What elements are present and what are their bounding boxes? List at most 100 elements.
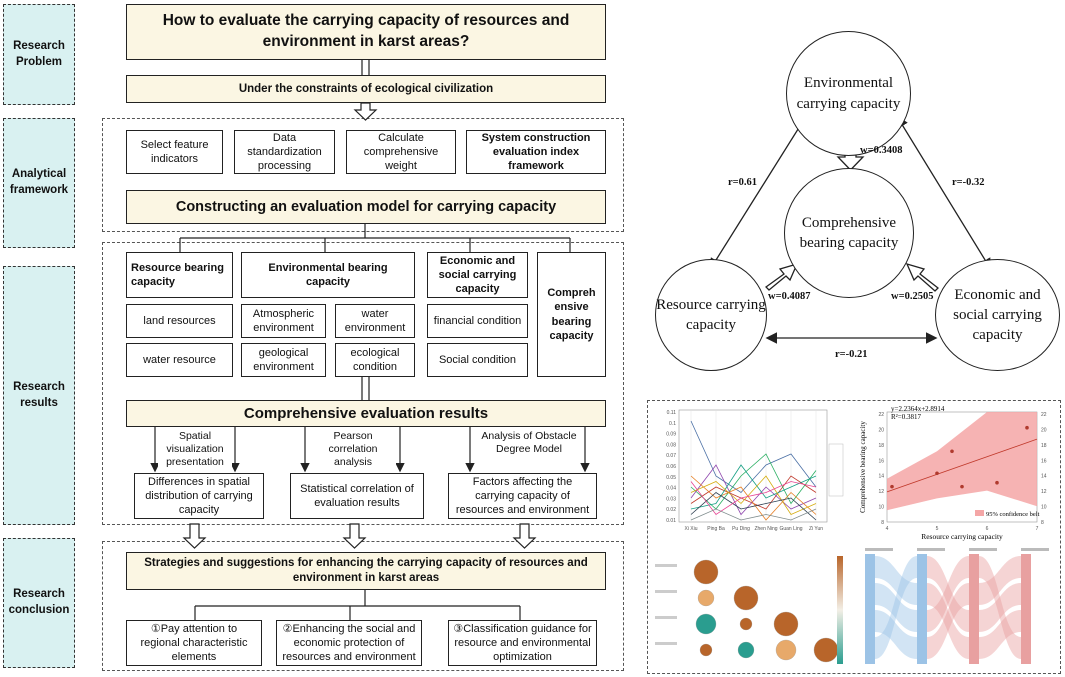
conclusion-3: ③Classification guidance for resource an… xyxy=(448,620,597,666)
sankey-node xyxy=(865,554,875,664)
data-point xyxy=(890,484,894,489)
item-water-resource: water resource xyxy=(126,343,233,377)
regression-r2: R²=0.3817 xyxy=(891,413,921,421)
output-label: Factors affecting the carrying capacity … xyxy=(455,475,590,517)
node-economic: Economic and social carrying capacity xyxy=(935,259,1060,371)
item-geological: geological environment xyxy=(241,343,326,377)
step-select-indicators: Select feature indicators xyxy=(126,130,223,174)
corr-bubble xyxy=(813,637,839,663)
obstacle-line-chart: 0.110.10.090.080.070.060.050.040.030.020… xyxy=(666,409,844,532)
sankey-flow xyxy=(875,556,917,605)
y-tick-label-right: 10 xyxy=(1041,505,1047,511)
step-label: Calculate comprehensive weight xyxy=(363,131,439,173)
item-label: financial condition xyxy=(433,314,522,327)
series-line xyxy=(690,453,817,510)
y-tick-label: 0.04 xyxy=(666,486,676,492)
sankey-node-label xyxy=(865,548,893,551)
corr-bubble xyxy=(733,585,759,611)
y-tick-label: 14 xyxy=(878,474,884,480)
method-obstacle: Analysis of Obstacle Degree Model xyxy=(478,430,580,457)
w-env-label: w=0.3408 xyxy=(860,145,903,156)
data-point xyxy=(995,480,999,485)
section-label: Research results xyxy=(13,380,65,409)
series-line xyxy=(690,475,817,516)
sankey-node xyxy=(1021,554,1031,664)
category-environment: Environmental bearing capacity xyxy=(241,252,415,298)
constraint-text: Under the constraints of ecological civi… xyxy=(238,83,494,95)
row-label-placeholder xyxy=(655,590,677,593)
series-line xyxy=(690,481,817,516)
category-label: Environmental bearing capacity xyxy=(268,261,388,288)
strategy-box: Strategies and suggestions for enhancing… xyxy=(126,552,606,590)
method-label: Analysis of Obstacle Degree Model xyxy=(481,430,577,456)
y-tick-label: 22 xyxy=(878,412,884,418)
category-label: Economic and social carrying capacity xyxy=(438,254,517,296)
research-question-text: How to evaluate the carrying capacity of… xyxy=(162,12,570,50)
section-research-results: Research results xyxy=(3,266,75,525)
y-tick-label: 0.02 xyxy=(666,507,676,513)
x-tick-label: 7 xyxy=(1036,526,1039,532)
step-label: Data standardization processing xyxy=(247,131,322,173)
series-line xyxy=(690,508,817,521)
conclusion-label: ②Enhancing the social and economic prote… xyxy=(282,622,416,664)
category-comprehensive: Compreh ensive bearing capacity xyxy=(537,252,606,377)
y-tick-label: 0.1 xyxy=(669,421,676,427)
figures-panel xyxy=(647,400,1061,674)
y-tick-label: 0.05 xyxy=(666,475,676,481)
framework-frame xyxy=(102,118,624,232)
y-tick-label-right: 16 xyxy=(1041,458,1047,464)
series-line xyxy=(690,420,817,494)
conclusion-2: ②Enhancing the social and economic prote… xyxy=(276,620,422,666)
y-tick-label-right: 22 xyxy=(1041,412,1047,418)
sankey-flow xyxy=(927,556,969,632)
section-label: Research conclusion xyxy=(8,588,70,616)
sankey-flow xyxy=(979,556,1021,659)
sankey-node-label xyxy=(917,548,945,551)
output-spatial-differences: Differences in spatial distribution of c… xyxy=(134,473,264,519)
row-label-placeholder xyxy=(655,616,677,619)
section-label: Analytical framework xyxy=(9,168,69,196)
data-point xyxy=(935,471,939,476)
y-tick-label-right: 14 xyxy=(1041,474,1047,480)
y-tick-label: 18 xyxy=(878,443,884,449)
node-resource: Resource carrying capacity xyxy=(655,259,767,371)
constraint-box: Under the constraints of ecological civi… xyxy=(126,75,606,103)
r-env-econ-label: r=-0.32 xyxy=(952,177,985,188)
x-tick-label: 5 xyxy=(936,526,939,532)
w-econ-label: w=0.2505 xyxy=(891,291,934,302)
method-pearson: Pearson correlation analysis xyxy=(310,430,396,470)
data-point xyxy=(950,449,954,454)
node-label: Comprehensive bearing capacity xyxy=(799,214,899,251)
item-label: ecological condition xyxy=(350,346,400,373)
section-analytical-framework: Analytical framework xyxy=(3,118,75,248)
row-label-placeholder xyxy=(655,564,677,567)
section-research-problem: Research Problem xyxy=(3,4,75,105)
item-label: geological environment xyxy=(253,346,314,373)
method-spatial: Spatial visualization presentation xyxy=(158,430,232,470)
category-economic: Economic and social carrying capacity xyxy=(427,252,528,298)
sankey-node-label xyxy=(969,548,997,551)
step-standardization: Data standardization processing xyxy=(234,130,335,174)
y-tick-label: 16 xyxy=(878,458,884,464)
x-tick-label: 4 xyxy=(886,526,889,532)
regression-xlabel: Resource carrying capacity xyxy=(921,532,1003,541)
category-label: Compreh ensive bearing capacity xyxy=(547,286,596,342)
y-tick-label: 8 xyxy=(881,520,884,526)
x-tick-label: Xi Xiu xyxy=(684,526,697,532)
corr-bubble xyxy=(739,617,753,631)
flow-connectors xyxy=(150,60,590,620)
y-tick-label: 10 xyxy=(878,505,884,511)
y-tick-label-right: 12 xyxy=(1041,489,1047,495)
conclusion-frame xyxy=(102,541,624,671)
item-label: land resources xyxy=(143,314,216,327)
x-tick-label: Ping Ba xyxy=(707,526,725,532)
method-label: Pearson correlation analysis xyxy=(328,430,378,469)
corr-bubble xyxy=(773,611,799,637)
y-tick-label: 0.09 xyxy=(666,432,676,438)
sankey-node xyxy=(917,554,927,664)
regression-legend: 95% confidence belt xyxy=(986,511,1040,518)
series-line xyxy=(690,475,817,521)
r-env-res-label: r=0.61 xyxy=(728,177,758,188)
x-tick-label: Guan Ling xyxy=(779,526,802,532)
